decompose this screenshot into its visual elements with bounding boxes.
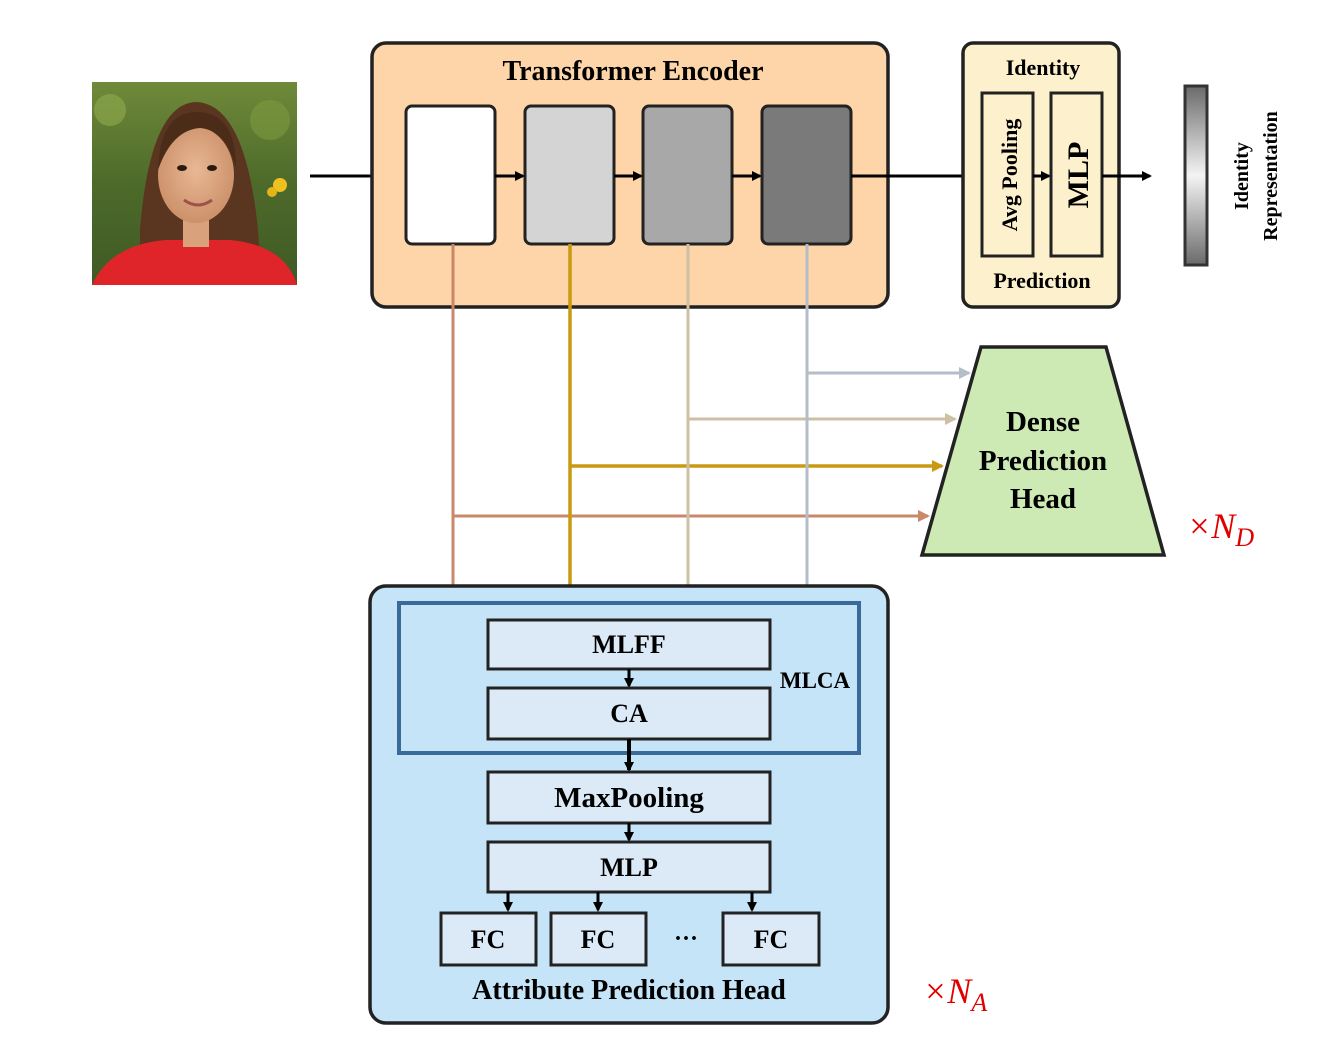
mlff-label: MLFF: [592, 630, 666, 659]
attribute-multiplier-prefix: ×: [923, 971, 947, 1011]
dense-multiplier-prefix: ×: [1187, 506, 1211, 546]
dense-head-label-1: Dense: [1006, 406, 1080, 438]
encoder-title: Transformer Encoder: [502, 56, 763, 87]
dense-head-label-2: Prediction: [979, 445, 1107, 477]
encoder-stage-4: [760, 104, 853, 246]
attribute-multiplier: ×NA: [923, 971, 987, 1017]
dense-prediction-head: Dense Prediction Head: [919, 345, 1167, 557]
multi-level-connectors: [447, 244, 971, 602]
dense-multiplier-sub: D: [1234, 523, 1254, 552]
identity-mlp-label: MLP: [1062, 142, 1095, 209]
encoder-stage-1: [404, 104, 497, 246]
attribute-multiplier-var: N: [946, 971, 973, 1011]
mlff-box: [486, 618, 772, 671]
attr-mlp-box: [486, 840, 772, 894]
fc-box-2: [549, 911, 648, 967]
mlca-label: MLCA: [780, 668, 851, 693]
fc-box-3: [721, 911, 821, 967]
dense-multiplier: ×ND: [1187, 506, 1254, 552]
dense-head-label-3: Head: [1010, 483, 1076, 515]
identity-output-label-2: Representation: [1260, 111, 1282, 241]
ca-label: CA: [610, 699, 648, 728]
avg-pooling-label: Avg Pooling: [997, 119, 1022, 232]
identity-head-subtitle: Prediction: [993, 268, 1090, 293]
identity-prediction-head: Identity Prediction Avg Pooling MLP: [961, 41, 1121, 309]
maxpooling-box: [486, 770, 772, 825]
fc-label-3: FC: [754, 925, 789, 954]
maxpooling-label: MaxPooling: [554, 782, 704, 814]
fc-label-1: FC: [471, 925, 506, 954]
fc-ellipsis: ···: [674, 926, 698, 952]
attribute-multiplier-sub: A: [969, 988, 987, 1017]
dense-multiplier-var: N: [1210, 506, 1237, 546]
transformer-encoder: Transformer Encoder: [370, 41, 890, 309]
identity-head-title: Identity: [1006, 55, 1081, 80]
attribute-head-title: Attribute Prediction Head: [472, 975, 786, 1006]
face-photo-icon: [92, 82, 297, 285]
identity-representation-vector: [1183, 84, 1209, 267]
identity-output-label-1: Identity: [1231, 142, 1253, 210]
encoder-stage-2: [523, 104, 616, 246]
attribute-prediction-head: MLCA MLFF CA MaxPooling MLP FC FC ··· FC…: [368, 584, 890, 1025]
fc-box-1: [439, 911, 538, 967]
fc-label-2: FC: [581, 925, 616, 954]
dense-head-trapezoid: [919, 345, 1167, 557]
attr-mlp-label: MLP: [600, 853, 658, 882]
encoder-stage-3: [641, 104, 734, 246]
